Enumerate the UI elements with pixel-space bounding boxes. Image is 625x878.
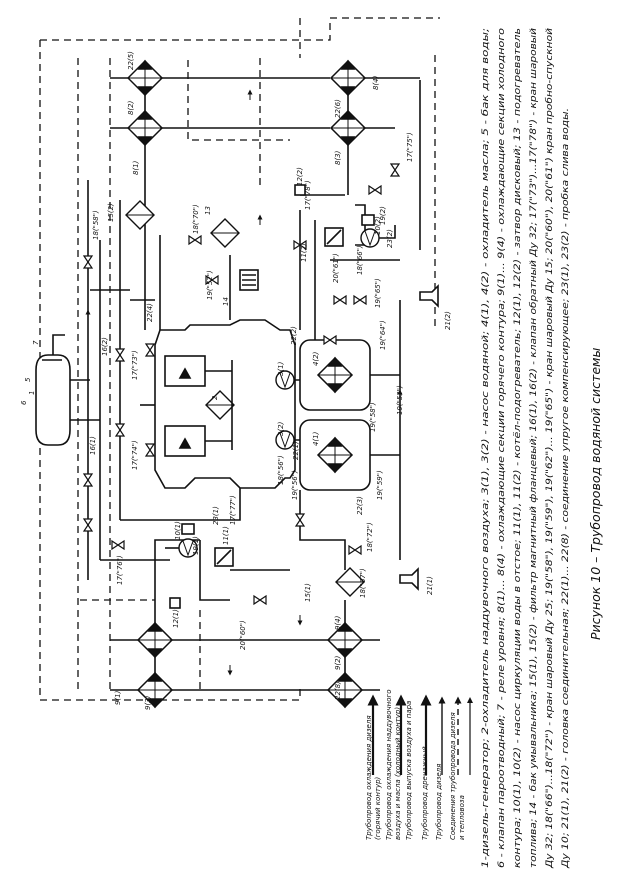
label-21-2: 21(2)	[444, 311, 452, 330]
legend-text-1: Трубопровод охлаждения дизеля	[365, 715, 373, 840]
label-2: 2	[211, 395, 219, 400]
label-12-1: 12(1)	[172, 609, 180, 628]
caption: 1-дизель-генератор; 2-охладитель наддуво…	[480, 28, 603, 870]
label-18-58: 18("58")	[92, 210, 100, 240]
label-22-2: 22(2)	[290, 326, 298, 345]
legend-text-2b: воздуха и масла (холодный контур)	[394, 707, 402, 840]
cold-circuit-sections-bottom	[110, 570, 380, 708]
label-4-1: 4(1)	[312, 431, 320, 446]
label-8-2: 8(2)	[127, 100, 135, 115]
flow-arrows	[85, 89, 403, 676]
label-17-73: 17("73")	[131, 350, 139, 380]
label-15-2: 15(2)	[107, 203, 115, 222]
figure-title: Рисунок 10 – Трубопровод водяной системы	[588, 348, 603, 640]
label-19-58: 19("58")	[369, 402, 377, 432]
legend-text-4: Трубопровод дренажный	[421, 746, 429, 840]
label-8-1: 8(1)	[132, 160, 140, 175]
label-19-65: 19("65")	[374, 278, 382, 308]
label-14: 14	[222, 297, 230, 306]
label-5: 5	[24, 377, 32, 382]
label-16-1: 16(1)	[89, 436, 97, 455]
label-18-56: 18("56")	[277, 455, 285, 485]
label-10-1: 10(1)	[174, 521, 182, 540]
diesel-generator-1	[140, 319, 296, 489]
label-19-52: 19("52")	[206, 270, 214, 300]
caption-line-4: топлива; 14 - бак умывальника; 15(1), 15…	[528, 28, 539, 868]
label-12-2: 12(2)	[296, 167, 304, 186]
component-labels: 1 2 3(1) 3(2) 4(1) 4(2) 5 6 7 8(1) 8(2) …	[20, 51, 452, 710]
legend-text-6b: и тепловоза	[458, 795, 466, 840]
label-9-3: 9(3)	[144, 695, 152, 710]
label-15-1: 15(1)	[304, 583, 312, 602]
legend-text-5: Трубопровод дизеля	[435, 764, 443, 840]
label-22-1: 22(1)	[292, 441, 300, 460]
label-23-1: 23(1)	[212, 506, 220, 525]
label-22-6: 22(6)	[334, 99, 342, 118]
legend-text-6: Соединения трубопровода дизеля	[449, 712, 457, 840]
label-13: 13	[204, 206, 212, 215]
legend-arrows	[367, 694, 473, 775]
caption-line-5: Ду 32; 18("66")...18("72") - кран шаровы…	[544, 28, 555, 869]
caption-line-3: контура; 10(1), 10(2) - насос циркуляции…	[512, 28, 523, 868]
label-22-4: 22(4)	[146, 303, 154, 322]
label-18-66: 18("66")	[356, 245, 364, 275]
label-18-70: 18("70")	[192, 204, 200, 234]
label-17-78: 17("78")	[304, 180, 312, 210]
label-11-2: 11(2)	[300, 243, 308, 262]
label-4-2: 4(2)	[312, 351, 320, 366]
label-17-74: 17("74")	[131, 440, 139, 470]
label-19-1: 19(1)	[192, 536, 200, 555]
piping-diagram	[35, 17, 473, 775]
water-tank-5	[35, 334, 100, 446]
legend: Трубопровод охлаждения дизеля (горячий к…	[365, 690, 466, 841]
filters-and-heater	[125, 184, 365, 609]
label-8-3: 8(3)	[334, 150, 342, 165]
caption-line-2: 6 - клапан пароотводный; 7 - реле уровня…	[496, 28, 507, 868]
boiler-heaters	[214, 227, 344, 567]
label-8-4: 8(4)	[372, 75, 380, 90]
caption-line-1: 1-дизель-генератор; 2-охладитель наддуво…	[480, 28, 491, 868]
legend-text-1b: (горячий контур)	[374, 776, 382, 840]
label-9-4: 9(4)	[334, 615, 342, 630]
label-18-72: 18("72")	[366, 522, 374, 552]
label-7: 7	[32, 340, 40, 345]
label-19-2: 19(2)	[379, 206, 387, 225]
label-17-75: 17("75")	[406, 132, 414, 162]
label-6: 6	[20, 400, 28, 405]
label-19-53: 19("53")	[396, 385, 404, 415]
label-19-59: 19("59")	[376, 470, 384, 500]
label-20-60: 20("60")	[239, 620, 247, 650]
label-17-76: 17("76")	[116, 555, 124, 585]
label-3-1: 3(1)	[277, 361, 285, 376]
label-3-2: 3(2)	[277, 421, 285, 436]
label-20-61: 20("61")	[332, 253, 340, 283]
label-10-2: 10(2)	[374, 216, 382, 235]
label-22-5: 22(5)	[127, 51, 135, 70]
legend-text-3: Трубопровод выпуска воздуха и пара	[405, 701, 413, 840]
label-9-1: 9(1)	[114, 690, 122, 705]
label-22-3: 22(3)	[356, 496, 364, 515]
label-19-56: 19("56")	[291, 470, 299, 500]
label-9-2: 9(2)	[334, 655, 342, 670]
oil-coolers-and-pumps	[275, 300, 401, 560]
caption-line-6: Ду 10; 21(1), 21(2) - головка соединител…	[560, 108, 571, 869]
label-1: 1	[28, 391, 36, 395]
label-16-2: 16(2)	[101, 337, 109, 356]
label-11-1: 11(1)	[222, 526, 230, 545]
label-19-64: 19("64")	[379, 320, 387, 350]
legend-text-2: Трубопровод охлаждения наддувочного	[385, 690, 393, 841]
label-22-8: 22(8)	[334, 681, 342, 700]
label-18-67: 18("67")	[359, 568, 367, 598]
label-21-1: 21(1)	[426, 576, 434, 595]
connection-heads	[399, 284, 439, 591]
label-23-2: 23(2)	[386, 229, 394, 248]
label-17-77: 17("77")	[229, 495, 237, 525]
hot-circuit-sections-top	[110, 60, 420, 210]
circulation-pumps	[165, 214, 396, 558]
